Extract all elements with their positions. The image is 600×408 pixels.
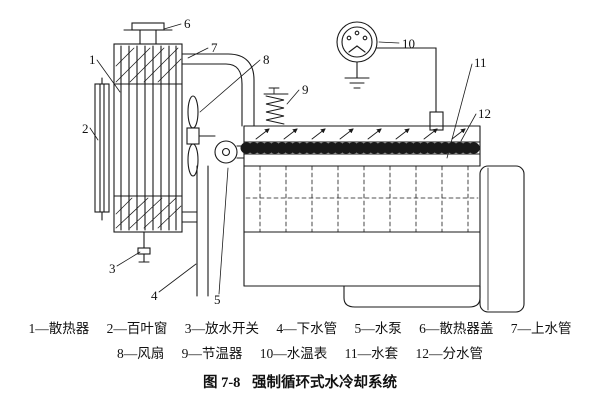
oil-pan: [343, 285, 481, 308]
callout-leaders: [89, 23, 477, 295]
drain-switch: [137, 231, 151, 263]
callout-12: 12: [478, 106, 491, 121]
figure-title: 强制循环式水冷却系统: [252, 375, 398, 391]
temperature-sensor: [429, 111, 444, 131]
legend-item-4: 4—下水管: [276, 321, 338, 336]
ground-symbol: [344, 77, 370, 89]
legend-item-2: 2—百叶窗: [106, 321, 168, 336]
legend-item-11: 11—水套: [344, 346, 399, 361]
radiator-tank-hatch: [115, 47, 182, 229]
cylinder-lines: [245, 165, 479, 233]
fan: [186, 95, 216, 177]
flow-arrows: [255, 128, 466, 140]
louver-shutter: [94, 77, 110, 221]
legend-item-10: 10—水温表: [259, 346, 328, 361]
lower-water-pipe: [181, 165, 209, 297]
callout-6: 6: [184, 16, 191, 31]
callout-8: 8: [263, 52, 270, 67]
callout-11: 11: [474, 55, 487, 70]
engine-block: [240, 125, 525, 313]
flywheel-housing: [479, 165, 525, 313]
radiator: [113, 43, 183, 233]
callout-4: 4: [151, 288, 158, 303]
legend-item-9: 9—节温器: [181, 346, 243, 361]
legend-item-8: 8—风扇: [117, 346, 165, 361]
legend-line-1: 1—散热器 2—百叶窗 3—放水开关 4—下水管 5—水泵 6—散热器盖 7—上…: [0, 322, 600, 336]
callout-10: 10: [402, 36, 415, 51]
legend-item-12: 12—分水管: [415, 346, 484, 361]
callout-numbers: 1 2 3 4 5 6 7 8 9 10 11 12: [82, 16, 491, 307]
legend-item-1: 1—散热器: [28, 321, 90, 336]
radiator-cap: [123, 22, 173, 45]
legend-item-5: 5—水泵: [354, 321, 402, 336]
callout-2: 2: [82, 121, 89, 136]
legend-line-2: 8—风扇 9—节温器 10—水温表 11—水套 12—分水管: [0, 347, 600, 361]
callout-3: 3: [109, 261, 116, 276]
temperature-gauge: [336, 21, 444, 131]
figure-number: 图 7-8: [202, 375, 241, 391]
legend-item-3: 3—放水开关: [184, 321, 259, 336]
callout-9: 9: [302, 82, 309, 97]
cooling-system-diagram: 1 2 3 4 5 6 7 8 9 10 11 12: [82, 16, 525, 313]
legend-item-7: 7—上水管: [510, 321, 572, 336]
figure-caption: 图 7-8 强制循环式水冷却系统: [0, 371, 600, 392]
water-pump: [214, 140, 245, 164]
thermostat: [263, 87, 289, 125]
legend-item-6: 6—散热器盖: [419, 321, 494, 336]
gauge-wire: [375, 47, 437, 113]
upper-water-pipe: [181, 53, 255, 127]
callout-5: 5: [214, 292, 221, 307]
callout-1: 1: [89, 52, 96, 67]
callout-7: 7: [211, 40, 218, 55]
